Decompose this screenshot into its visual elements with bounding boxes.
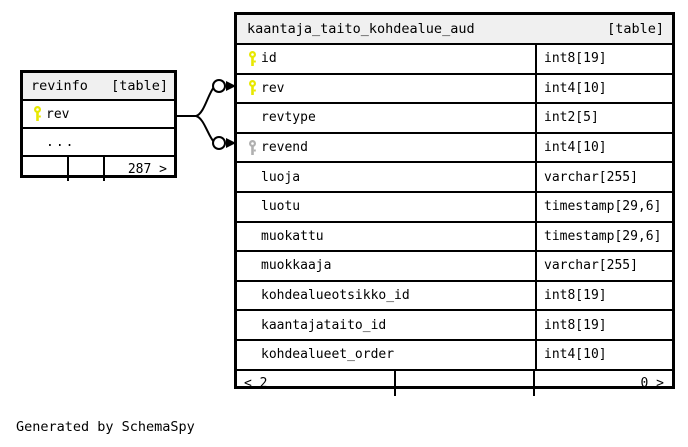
table-row[interactable]: kohdealueet_order int4[10] xyxy=(237,340,672,371)
table-aud-kind: [table] xyxy=(607,21,664,37)
column-name-cell: rev xyxy=(23,101,174,127)
table-row[interactable]: rev xyxy=(23,101,174,129)
primary-key-icon xyxy=(243,50,261,67)
table-row[interactable]: ... xyxy=(23,129,174,157)
table-row[interactable]: luoja varchar[255] xyxy=(237,163,672,193)
primary-key-icon xyxy=(28,106,46,122)
connector-endpoint-revend xyxy=(212,136,226,150)
footer-left-cell[interactable] xyxy=(23,157,67,181)
column-type-cell: varchar[255] xyxy=(535,252,672,280)
column-name-label: ... xyxy=(46,134,76,150)
column-name-label: revtype xyxy=(261,110,316,126)
foreign-key-icon xyxy=(243,139,261,156)
footer-right-cell[interactable]: 0 > xyxy=(533,370,672,396)
column-name-cell: ... xyxy=(23,129,174,155)
table-row[interactable]: kohdealueotsikko_id int8[19] xyxy=(237,281,672,312)
connector-rev xyxy=(195,86,215,117)
column-type-cell: varchar[255] xyxy=(535,163,672,191)
column-type-cell: int2[5] xyxy=(535,104,672,132)
column-name-label: rev xyxy=(46,106,70,122)
column-name-cell: luoja xyxy=(237,163,535,191)
table-row[interactable]: kaantajataito_id int8[19] xyxy=(237,311,672,341)
table-aud-name: kaantaja_taito_kohdealue_aud xyxy=(247,21,475,37)
generated-by-caption: Generated by SchemaSpy xyxy=(16,419,195,435)
column-type-cell: int8[19] xyxy=(535,45,672,73)
table-row[interactable]: revtype int2[5] xyxy=(237,104,672,134)
table-row[interactable]: rev int4[10] xyxy=(237,74,672,105)
table-row[interactable]: id int8[19] xyxy=(237,45,672,75)
column-type-cell: int8[19] xyxy=(535,281,672,310)
column-name-cell: revtype xyxy=(237,104,535,132)
column-name-label: rev xyxy=(261,80,285,96)
column-name-cell: kohdealueotsikko_id xyxy=(237,282,535,310)
column-type-cell: timestamp[29,6] xyxy=(535,222,672,251)
column-name-cell: rev xyxy=(237,75,535,103)
column-name-cell: muokkaaja xyxy=(237,252,535,280)
column-name-label: muokattu xyxy=(261,228,324,244)
table-row[interactable]: muokkaaja varchar[255] xyxy=(237,252,672,282)
table-aud-footer: < 2 0 > xyxy=(237,370,672,396)
column-name-label: revend xyxy=(261,140,308,156)
column-name-cell: muokattu xyxy=(237,223,535,251)
footer-middle-cell xyxy=(67,157,103,181)
column-name-label: luoja xyxy=(261,169,301,185)
column-type-cell: int8[19] xyxy=(535,311,672,339)
footer-right-cell[interactable]: 287 > xyxy=(103,157,174,181)
column-type-cell: int4[10] xyxy=(535,340,672,369)
connector-endpoint-rev xyxy=(212,79,226,93)
table-revinfo[interactable]: revinfo [table] rev ... xyxy=(20,70,177,181)
column-name-label: id xyxy=(261,51,277,67)
table-revinfo-name: revinfo xyxy=(31,78,88,94)
column-name-cell: id xyxy=(237,45,535,73)
column-name-label: kohdealueet_order xyxy=(261,347,395,363)
table-kaantaja-taito-kohdealue-aud[interactable]: kaantaja_taito_kohdealue_aud [table] id … xyxy=(234,12,675,396)
column-type-cell: timestamp[29,6] xyxy=(535,192,672,221)
column-name-label: muokkaaja xyxy=(261,258,332,274)
connector-revend xyxy=(195,115,215,143)
column-name-label: luotu xyxy=(261,199,301,215)
table-row[interactable]: luotu timestamp[29,6] xyxy=(237,192,672,223)
table-row[interactable]: revend int4[10] xyxy=(237,133,672,164)
table-aud-header: kaantaja_taito_kohdealue_aud [table] xyxy=(237,15,672,45)
column-type-cell: int4[10] xyxy=(535,74,672,103)
column-name-cell: revend xyxy=(237,134,535,162)
footer-left-cell[interactable]: < 2 xyxy=(244,375,268,391)
column-name-cell: luotu xyxy=(237,193,535,221)
column-name-cell: kohdealueet_order xyxy=(237,341,535,369)
table-revinfo-footer: 287 > xyxy=(23,157,174,181)
column-name-label: kaantajataito_id xyxy=(261,317,387,333)
column-name-label: kohdealueotsikko_id xyxy=(261,288,410,304)
column-name-cell: kaantajataito_id xyxy=(237,311,535,339)
column-type-cell: int4[10] xyxy=(535,133,672,162)
table-row[interactable]: muokattu timestamp[29,6] xyxy=(237,222,672,253)
table-revinfo-header: revinfo [table] xyxy=(23,73,174,101)
table-revinfo-kind: [table] xyxy=(111,78,168,94)
primary-key-icon xyxy=(243,80,261,96)
footer-middle-cell xyxy=(394,370,533,396)
